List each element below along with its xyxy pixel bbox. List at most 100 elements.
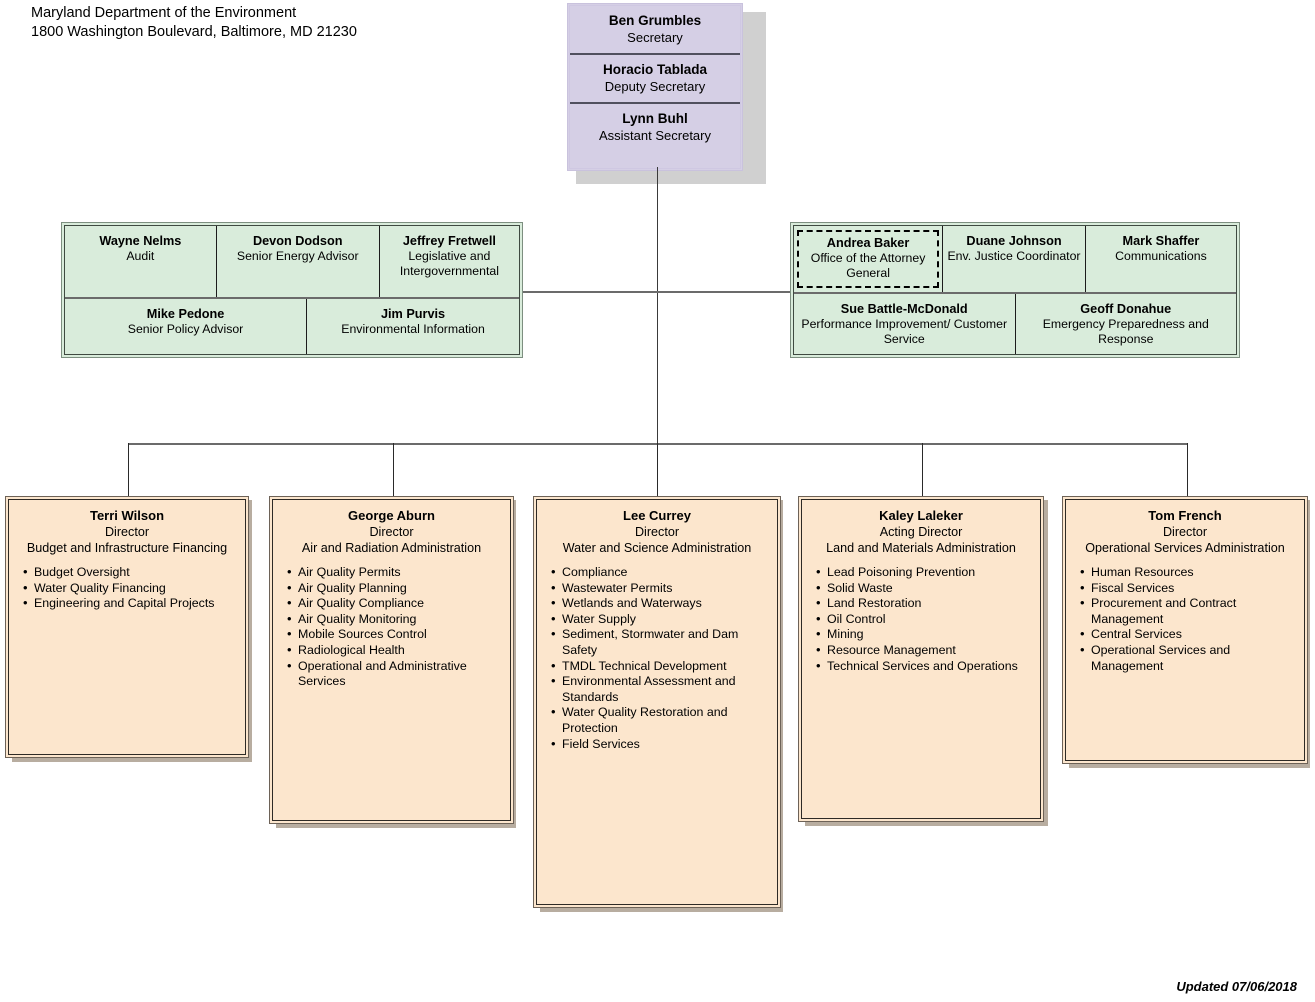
staff-title: Audit [126,249,155,263]
list-item: Air Quality Planning [287,580,501,597]
list-item: Fiscal Services [1080,580,1295,597]
staff-name: Geoff Donahue [1080,302,1172,316]
staff-group-right: Andrea Baker Office of the Attorney Gene… [790,222,1240,358]
staff-name: Sue Battle-McDonald [840,302,968,316]
staff-title: Senior Policy Advisor [127,321,244,336]
division-box-4[interactable]: Kaley Laleker Acting Director Land and M… [798,496,1044,822]
connector-staff-horizontal [63,291,1239,293]
staff-title: Performance Improvement/ Customer Servic… [801,317,1008,346]
staff-cell-mike-pedone[interactable]: Mike Pedone Senior Policy Advisor [65,299,306,355]
division-director-name: Terri Wilson [89,508,165,523]
division-director-name: Lee Currey [623,508,691,523]
division-administration: Water and Science Administration [562,541,752,555]
agency-header: Maryland Department of the Environment 1… [31,4,357,42]
connector-drop-division-1 [128,443,129,496]
staff-title: Senior Energy Advisor [236,249,359,263]
staff-name: Mike Pedone [146,306,225,321]
list-item: TMDL Technical Development [551,658,768,675]
connector-drop-division-2 [393,443,394,496]
staff-name: Wayne Nelms [99,234,182,248]
staff-cell-wayne-nelms[interactable]: Wayne Nelms Audit [65,226,216,297]
list-item: Compliance [551,564,768,581]
staff-cell-mark-shaffer[interactable]: Mark Shaffer Communications [1084,226,1236,292]
division-unit-list: Human Resources Fiscal Services Procurem… [1075,564,1295,674]
list-item: Operational and Administrative Services [287,658,501,690]
division-director-name: George Aburn [348,508,435,523]
division-director-name: Kaley Laleker [879,508,963,523]
updated-timestamp: Updated 07/06/2018 [1176,979,1297,994]
staff-name: Mark Shaffer [1122,234,1200,248]
list-item: Wastewater Permits [551,580,768,597]
connector-division-horizontal [128,443,1188,445]
staff-name: Jeffrey Fretwell [402,234,496,248]
staff-cell-duane-johnson[interactable]: Duane Johnson Env. Justice Coordinator [942,226,1085,292]
list-item: Wetlands and Waterways [551,595,768,612]
staff-name: Duane Johnson [966,234,1062,248]
list-item: Oil Control [816,611,1031,628]
list-item: Operational Services and Management [1080,642,1295,674]
list-item: Radiological Health [287,642,501,659]
list-item: Procurement and Contract Management [1080,595,1295,627]
staff-group-left: Wayne Nelms Audit Devon Dodson Senior En… [61,222,523,358]
staff-name: Andrea Baker [826,236,910,250]
division-unit-list: Compliance Wastewater Permits Wetlands a… [546,564,768,753]
staff-cell-jeffrey-fretwell[interactable]: Jeffrey Fretwell Legislative and Intergo… [378,226,519,297]
list-item: Air Quality Monitoring [287,611,501,628]
list-item: Mobile Sources Control [287,626,501,643]
division-director-role: Acting Director [879,525,963,539]
executive-row-deputy-secretary[interactable]: Horacio Tablada Deputy Secretary [570,53,740,102]
list-item: Resource Management [816,642,1031,659]
division-director-role: Director [369,525,414,539]
list-item: Environmental Assessment and Standards [551,673,768,705]
division-administration: Budget and Infrastructure Financing [26,541,228,555]
division-director-role: Director [1162,525,1208,539]
executive-row-assistant-secretary[interactable]: Lynn Buhl Assistant Secretary [570,102,740,151]
division-unit-list: Lead Poisoning Prevention Solid Waste La… [811,564,1031,674]
list-item: Solid Waste [816,580,1031,597]
executive-title: Deputy Secretary [604,79,706,94]
staff-name: Jim Purvis [380,306,446,321]
list-item: Mining [816,626,1031,643]
division-director-role: Director [104,525,150,539]
staff-name: Devon Dodson [252,234,343,248]
staff-cell-geoff-donahue[interactable]: Geoff Donahue Emergency Preparedness and… [1014,294,1237,354]
staff-title: Legislative and Intergovernmental [399,249,499,278]
list-item: Central Services [1080,626,1295,643]
division-administration: Operational Services Administration [1085,541,1285,555]
staff-cell-devon-dodson[interactable]: Devon Dodson Senior Energy Advisor [215,226,379,297]
staff-cell-andrea-baker[interactable]: Andrea Baker Office of the Attorney Gene… [794,226,942,292]
list-item: Engineering and Capital Projects [23,595,236,612]
division-director-role: Director [634,525,680,539]
agency-address: 1800 Washington Boulevard, Baltimore, MD… [31,24,357,40]
list-item: Water Quality Restoration and Protection [551,704,768,736]
executive-row-secretary[interactable]: Ben Grumbles Secretary [570,6,740,53]
list-item: Budget Oversight [23,564,236,581]
list-item: Land Restoration [816,595,1031,612]
agency-name: Maryland Department of the Environment [31,5,297,21]
connector-drop-division-4 [922,443,923,496]
executive-name: Horacio Tablada [602,62,708,77]
list-item: Air Quality Compliance [287,595,501,612]
division-administration: Land and Materials Administration [826,541,1016,555]
staff-title: Env. Justice Coordinator [947,249,1081,263]
division-box-1[interactable]: Terri Wilson Director Budget and Infrast… [5,496,249,758]
staff-title: Emergency Preparedness and Response [1042,317,1209,346]
connector-drop-division-3 [657,443,658,496]
executive-name: Lynn Buhl [622,111,688,126]
staff-title: Office of the Attorney General [810,251,926,280]
staff-cell-sue-battle-mcdonald[interactable]: Sue Battle-McDonald Performance Improvem… [794,294,1015,354]
connector-drop-division-5 [1187,443,1188,496]
division-box-2[interactable]: George Aburn Director Air and Radiation … [269,496,514,824]
list-item: Human Resources [1080,564,1295,581]
list-item: Field Services [551,736,768,753]
division-box-5[interactable]: Tom French Director Operational Services… [1062,496,1308,764]
connector-trunk-vertical [657,167,658,444]
executive-title: Secretary [627,30,683,45]
division-director-name: Tom French [1148,508,1222,523]
executive-box: Ben Grumbles Secretary Horacio Tablada D… [567,3,743,171]
division-box-3[interactable]: Lee Currey Director Water and Science Ad… [533,496,781,908]
executive-title: Assistant Secretary [599,128,711,143]
staff-title: Communications [1115,249,1207,263]
list-item: Air Quality Permits [287,564,501,581]
staff-cell-jim-purvis[interactable]: Jim Purvis Environmental Information [306,298,519,354]
